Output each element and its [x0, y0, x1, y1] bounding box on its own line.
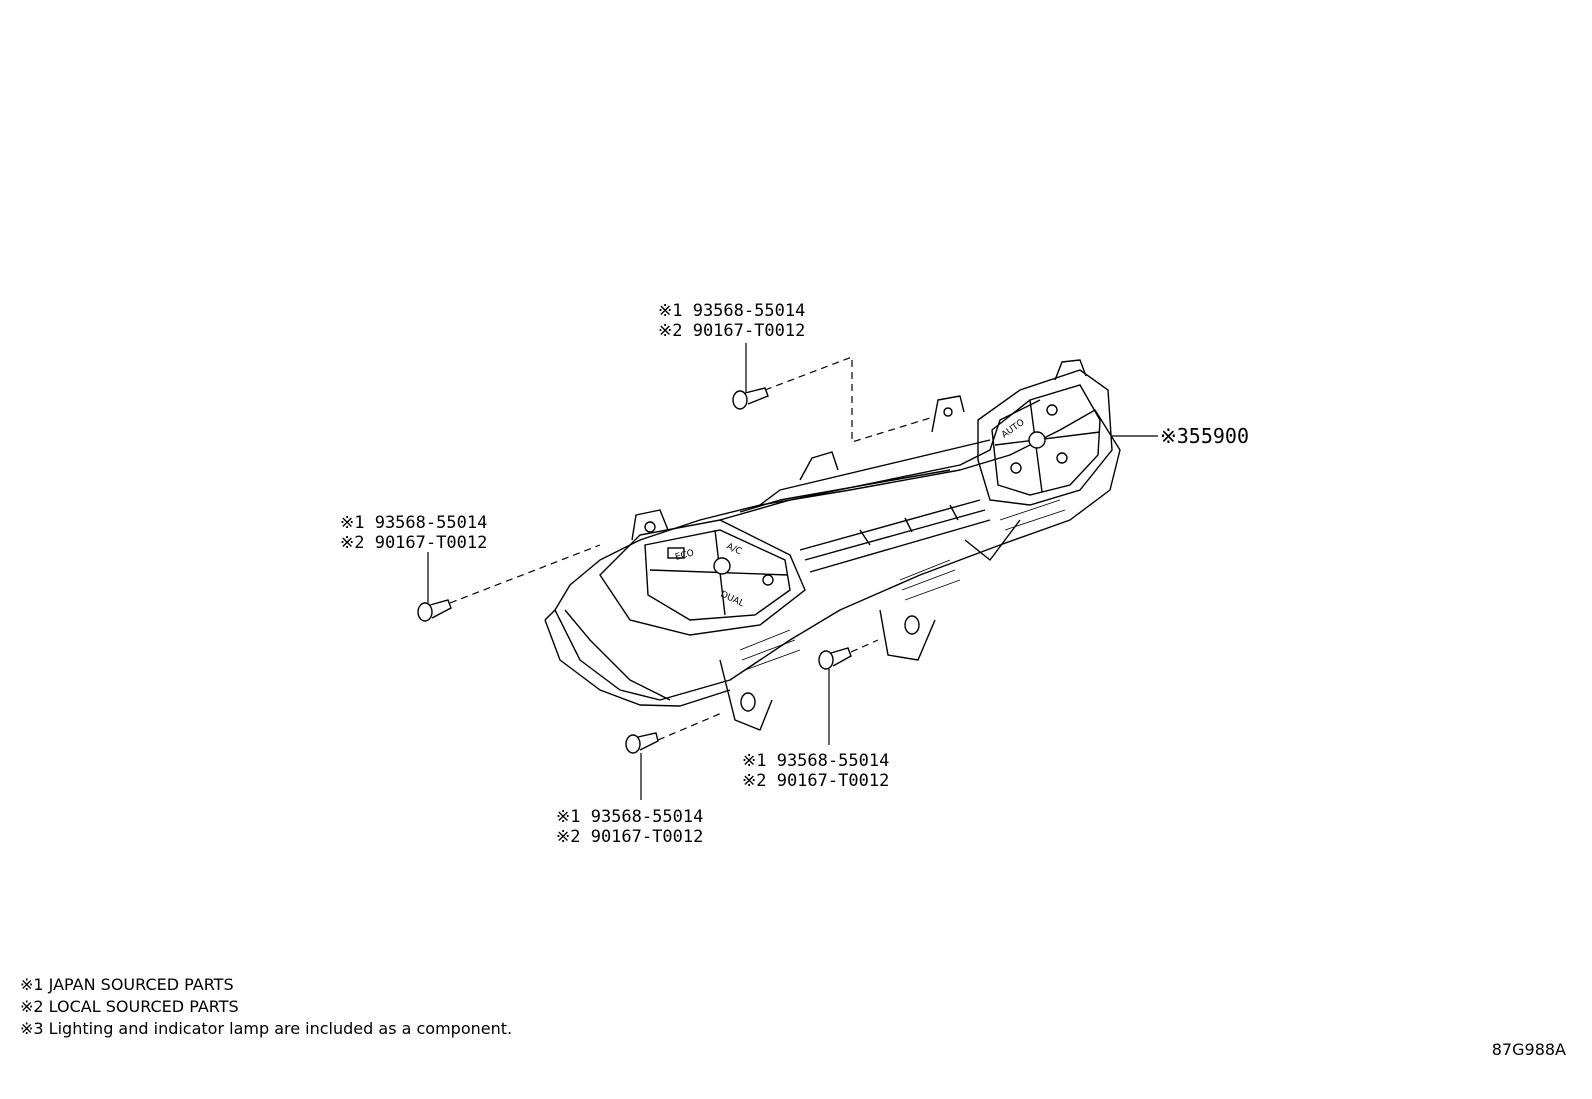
screw-bottom-left [625, 732, 659, 754]
footnote-2: ※2 LOCAL SOURCED PARTS [20, 997, 239, 1016]
screw-top [732, 387, 769, 410]
callout-left-line2: ※2 90167-T0012 [340, 533, 487, 553]
callout-bottom-line2: ※2 90167-T0012 [556, 827, 703, 847]
callout-right-bottom-line2: ※2 90167-T0012 [742, 771, 889, 791]
footnotes: ※1 JAPAN SOURCED PARTS ※2 LOCAL SOURCED … [20, 974, 512, 1040]
footnote-3: ※3 Lighting and indicator lamp are inclu… [20, 1019, 513, 1038]
left-button-cluster [599, 519, 806, 636]
climate-control-panel [544, 359, 1121, 731]
callout-top-line2: ※2 90167-T0012 [658, 321, 805, 341]
eco-button-label: ECO [674, 548, 695, 563]
dual-button-label: DUAL [719, 590, 746, 610]
callout-panel-part-number: ※355900 [1160, 424, 1249, 448]
diagram-code: 87G988A [1491, 1040, 1566, 1059]
right-button-cluster [977, 369, 1113, 506]
callout-right-bottom-line1: ※1 93568-55014 [742, 751, 889, 771]
screw-left [417, 599, 452, 622]
callout-left-line1: ※1 93568-55014 [340, 513, 487, 533]
leader-lines [427, 343, 1158, 800]
callout-bottom-line1: ※1 93568-55014 [556, 807, 703, 827]
ac-button-label: A/C [725, 542, 743, 558]
footnote-1: ※1 JAPAN SOURCED PARTS [20, 975, 234, 994]
callout-top-line1: ※1 93568-55014 [658, 301, 805, 321]
screw-bottom-right [818, 647, 852, 670]
